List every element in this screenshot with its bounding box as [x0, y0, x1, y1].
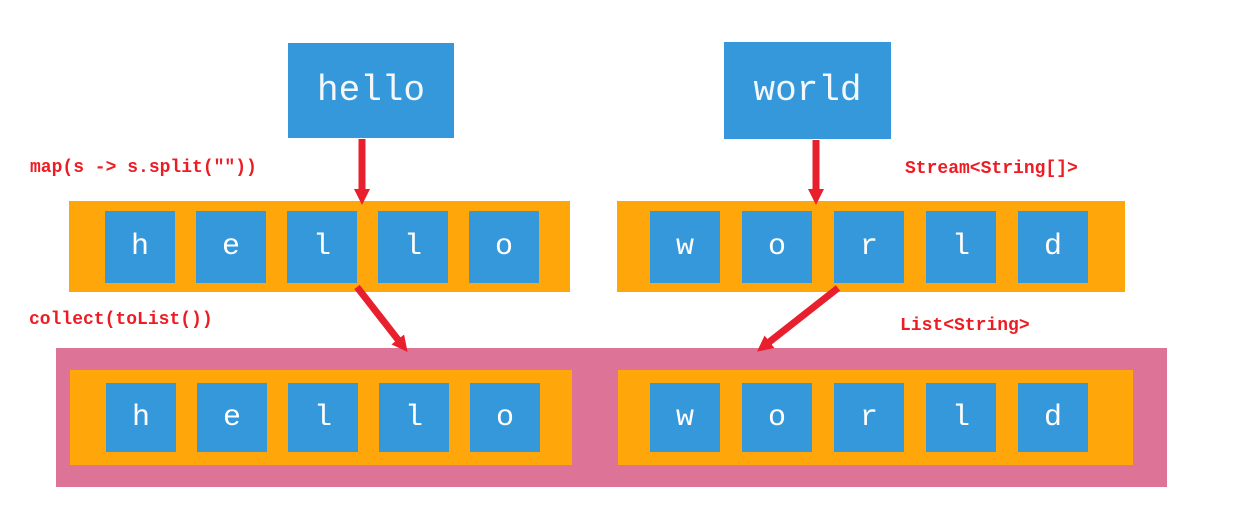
list-container: h e l l o w o r l d: [56, 348, 1167, 487]
label-list-type: List<String>: [900, 316, 1030, 336]
label-stream-type: Stream<String[]>: [905, 159, 1078, 179]
letter-cell: h: [106, 383, 176, 452]
letter-cell: o: [742, 383, 812, 452]
word-box-world: world: [724, 42, 891, 139]
letter-cell: l: [926, 210, 996, 283]
letter-cell: w: [650, 210, 720, 283]
letter-cell: w: [650, 383, 720, 452]
word-text: hello: [316, 70, 426, 111]
letter-cell: d: [1018, 210, 1088, 283]
letter-cell: o: [469, 210, 539, 283]
list-array-world: w o r l d: [618, 370, 1133, 465]
label-collect-operation: collect(toList()): [29, 310, 213, 330]
letter-cell: l: [926, 383, 996, 452]
word-text: world: [753, 70, 862, 111]
letter-cell: e: [197, 383, 267, 452]
arrow-stream-hello-to-list-icon: [354, 284, 408, 353]
letter-cell: l: [288, 383, 358, 452]
stream-array-world: w o r l d: [617, 201, 1125, 292]
letter-cell: r: [834, 210, 904, 283]
letter-cell: l: [379, 383, 449, 452]
stream-array-hello: h e l l o: [69, 201, 570, 292]
letter-cell: l: [378, 210, 448, 283]
letter-cell: r: [834, 383, 904, 452]
letter-cell: h: [105, 210, 175, 283]
arrow-stream-world-to-list-icon: [756, 285, 841, 352]
letter-cell: e: [196, 210, 266, 283]
letter-cell: d: [1018, 383, 1088, 452]
list-array-hello: h e l l o: [70, 370, 572, 465]
label-map-operation: map(s -> s.split("")): [30, 158, 257, 178]
word-box-hello: hello: [288, 43, 454, 138]
letter-cell: o: [742, 210, 812, 283]
letter-cell: o: [470, 383, 540, 452]
letter-cell: l: [287, 210, 357, 283]
